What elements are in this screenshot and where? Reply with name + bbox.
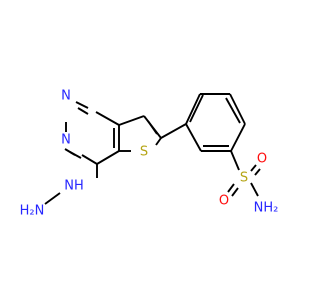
bond: [81, 154, 98, 165]
bond: [250, 164, 257, 172]
bond: [254, 168, 261, 176]
molecule-structure: N N S NH H₂N O O S NH₂: [20, 89, 279, 219]
bond: [229, 93, 246, 125]
bond: [225, 97, 241, 124]
atom-nh: NH: [64, 179, 84, 194]
bond: [44, 192, 61, 205]
atom-s1: S: [140, 145, 148, 160]
atom-s2: S: [240, 171, 248, 186]
bond: [160, 123, 187, 139]
atom-h2n: H₂N: [20, 204, 45, 219]
atom-o2: O: [219, 194, 229, 209]
atom-labels: N N S NH H₂N O O S NH₂: [20, 89, 279, 219]
bond: [185, 93, 201, 125]
bond: [77, 107, 89, 115]
bond: [96, 150, 120, 165]
bond: [69, 151, 82, 159]
bond: [185, 123, 202, 152]
atom-o1: O: [257, 152, 267, 167]
bond: [75, 101, 89, 109]
bond: [230, 150, 240, 171]
bond: [155, 137, 162, 146]
atom-n2: N: [61, 133, 71, 148]
bond: [230, 123, 246, 152]
atom-nh2: NH₂: [254, 201, 279, 216]
bond: [250, 182, 259, 197]
bond: [227, 183, 235, 193]
bond: [118, 115, 145, 126]
bond: [189, 94, 204, 123]
bond: [95, 111, 120, 126]
bonds: [44, 93, 261, 205]
atom-n1: N: [61, 89, 71, 104]
bond: [147, 120, 158, 135]
bond: [231, 187, 239, 197]
